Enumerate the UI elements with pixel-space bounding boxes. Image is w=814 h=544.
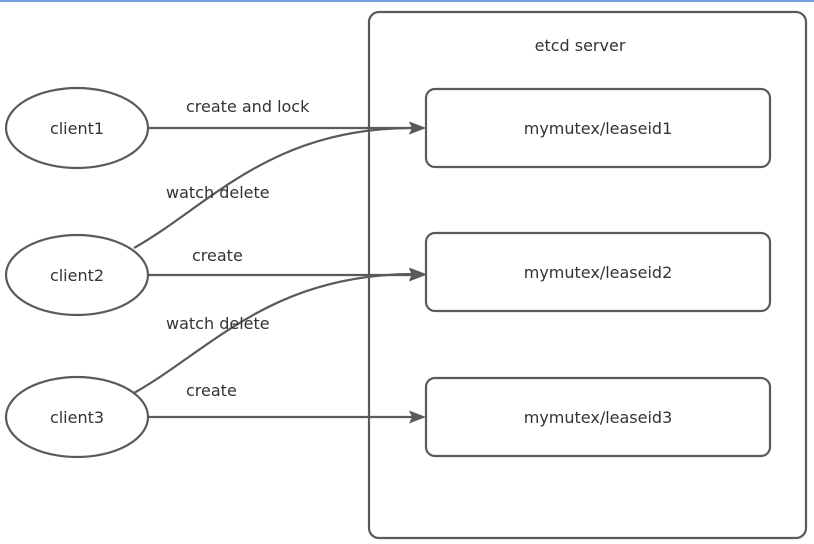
lock-box-2: mymutex/leaseid2 [424,231,772,313]
edge-label-watch-delete-1: watch delete [166,183,270,202]
lock-box-3-label: mymutex/leaseid3 [524,408,673,427]
lock-box-1: mymutex/leaseid1 [424,87,772,169]
lock-box-2-label: mymutex/leaseid2 [524,263,673,282]
client-1-node: client1 [4,86,150,170]
edge-label-create-2: create [192,246,243,265]
etcd-server-title: etcd server [535,36,626,55]
client-1-label: client1 [50,119,104,138]
edge-client3-watch-delete [133,272,413,394]
edge-label-watch-delete-2: watch delete [166,314,270,333]
lock-box-3: mymutex/leaseid3 [424,376,772,458]
client-3-node: client3 [4,375,150,459]
client-2-node: client2 [4,233,150,317]
client-3-label: client3 [50,408,104,427]
lock-box-1-label: mymutex/leaseid1 [524,119,673,138]
edge-label-create-and-lock: create and lock [186,97,310,116]
edge-client2-watch-delete [133,126,413,249]
client-2-label: client2 [50,266,104,285]
arrowhead-client3-create [409,410,426,424]
edge-label-create-3: create [186,381,237,400]
arrowhead-watch-delete-1 [409,121,426,135]
arrowhead-watch-delete-2 [409,267,426,281]
lock-box-2-shape [424,231,772,313]
